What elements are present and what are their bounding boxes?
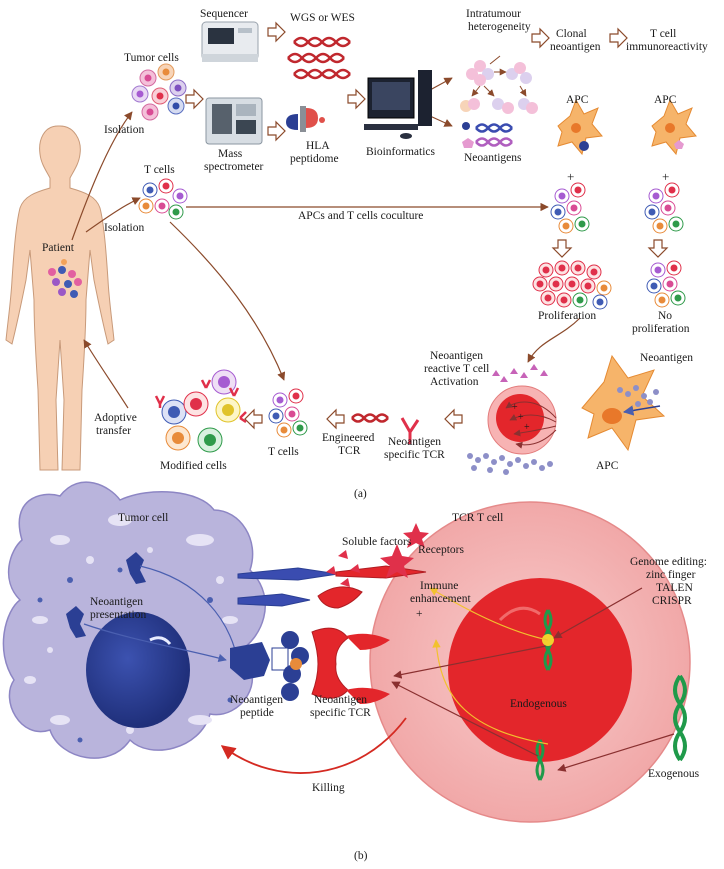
svg-text:+: + <box>524 422 530 433</box>
exogenous-dna <box>673 674 687 762</box>
label-intra-2: heterogeneity <box>468 21 531 33</box>
caption-a: (a) <box>354 488 367 500</box>
label-patient: Patient <box>42 242 74 254</box>
label-genome-2: zinc finger <box>646 569 696 581</box>
label-no-prolif-2: proliferation <box>632 323 690 335</box>
patient-figure <box>5 125 115 471</box>
label-specific-tcr-1: Neoantigen <box>388 436 442 448</box>
label-hla-1: HLA <box>306 140 330 152</box>
caption-b: (b) <box>354 850 368 862</box>
neoantigen-dna <box>462 122 513 148</box>
label-genome-1: Genome editing: <box>630 556 707 568</box>
label-presentation-2: presentation <box>90 609 147 621</box>
label-immune-2: enhancement <box>410 593 471 605</box>
label-engineered-1: Engineered <box>322 432 375 444</box>
label-apc-1: APC <box>566 94 589 106</box>
label-mass-2: spectrometer <box>204 161 264 173</box>
label-mass-1: Mass <box>218 148 243 160</box>
label-proliferation: Proliferation <box>538 310 597 322</box>
label-genome-4: CRISPR <box>652 595 692 607</box>
receptor-pairs <box>230 565 427 704</box>
label-wgs-wes: WGS or WES <box>290 12 355 24</box>
t-cells-cluster-1 <box>138 178 188 220</box>
patient-arrows <box>71 111 581 409</box>
sequencer-machine <box>201 21 259 62</box>
label-tcell-immuno-1: T cell <box>650 28 677 40</box>
label-plus-b: + <box>416 608 423 620</box>
tumor-cell-b <box>2 481 267 759</box>
label-plus-1: + <box>567 169 575 184</box>
svg-text:+: + <box>518 412 524 423</box>
label-presentation-1: Neoantigen <box>90 596 144 608</box>
apc-cell-1 <box>557 98 603 156</box>
label-clonal-2: neoantigen <box>550 41 601 53</box>
no-proliferation-cluster <box>646 260 686 308</box>
label-tcr-t-cell: TCR T cell <box>452 512 504 524</box>
label-tumor-cell: Tumor cell <box>118 512 169 524</box>
activation-scene: + + + <box>467 354 666 475</box>
heterogeneity-tree <box>460 55 538 114</box>
label-apc-2: APC <box>654 94 677 106</box>
label-killing: Killing <box>312 782 345 794</box>
label-peptide-2: peptide <box>240 707 274 719</box>
t-cells-cluster-2 <box>550 182 590 234</box>
label-peptide-1: Neoantigen <box>230 694 284 706</box>
label-isolation-2: Isolation <box>104 222 145 234</box>
label-clonal-1: Clonal <box>556 28 587 40</box>
label-receptors: Receptors <box>418 544 464 556</box>
label-reactive-1: Neoantigen <box>430 350 484 362</box>
label-tumor-cells: Tumor cells <box>124 52 179 64</box>
label-plus-2: + <box>662 169 670 184</box>
label-exogenous: Exogenous <box>648 768 700 780</box>
mass-spectrometer-machine <box>205 97 263 145</box>
label-t-cells-2: T cells <box>268 446 299 458</box>
panel-b-arrows <box>220 587 675 774</box>
label-neoantigen-right: Neoantigen <box>640 352 694 364</box>
engineered-tcr-dna <box>351 413 389 423</box>
bioinformatics-computer <box>364 70 432 139</box>
label-endogenous: Endogenous <box>510 698 567 710</box>
label-isolation-1: Isolation <box>104 124 145 136</box>
label-modified-cells: Modified cells <box>160 460 227 472</box>
label-reactive-2: reactive T cell <box>424 363 490 375</box>
label-coculture: APCs and T cells coculture <box>298 210 424 222</box>
tcr-t-cell-b <box>369 501 691 823</box>
apc-cell-2 <box>651 98 697 156</box>
label-no-prolif-1: No <box>658 310 673 322</box>
label-t-cells-1: T cells <box>144 164 175 176</box>
label-tcell-immuno-2: immunoreactivity <box>626 41 708 53</box>
soluble-factors <box>326 523 429 587</box>
t-cells-cluster-4 <box>268 388 308 438</box>
label-bioinformatics: Bioinformatics <box>366 146 435 158</box>
svg-text:+: + <box>512 402 518 413</box>
label-neoantigens: Neoantigens <box>464 152 522 164</box>
flow-hollow-arrows <box>185 21 669 430</box>
label-adoptive-1: Adoptive <box>94 412 137 424</box>
label-hla-2: peptidome <box>290 153 339 165</box>
modified-cells <box>154 369 247 453</box>
tumor-cells-cluster <box>131 63 187 121</box>
proliferation-cluster <box>532 260 612 310</box>
t-cells-cluster-3 <box>644 182 684 234</box>
label-specific-2: specific TCR <box>310 707 371 719</box>
label-activation: Activation <box>430 376 479 388</box>
label-specific-tcr-2: specific TCR <box>384 449 445 461</box>
bioinfo-arrows <box>429 77 453 127</box>
label-sequencer: Sequencer <box>200 8 248 20</box>
label-immune-1: Immune <box>420 580 459 592</box>
label-intra-1: Intratumour <box>466 8 521 20</box>
dna-wgs <box>287 36 351 80</box>
tcr-y-glyph <box>400 417 420 444</box>
label-apc-3: APC <box>596 460 619 472</box>
label-soluble-factors: Soluble factors <box>342 536 412 548</box>
hla-peptidome-glyph <box>286 106 325 132</box>
label-specific-1: Neoantigen <box>314 694 368 706</box>
label-adoptive-2: transfer <box>96 425 132 437</box>
label-genome-3: TALEN <box>656 582 693 594</box>
label-engineered-2: TCR <box>338 445 361 457</box>
